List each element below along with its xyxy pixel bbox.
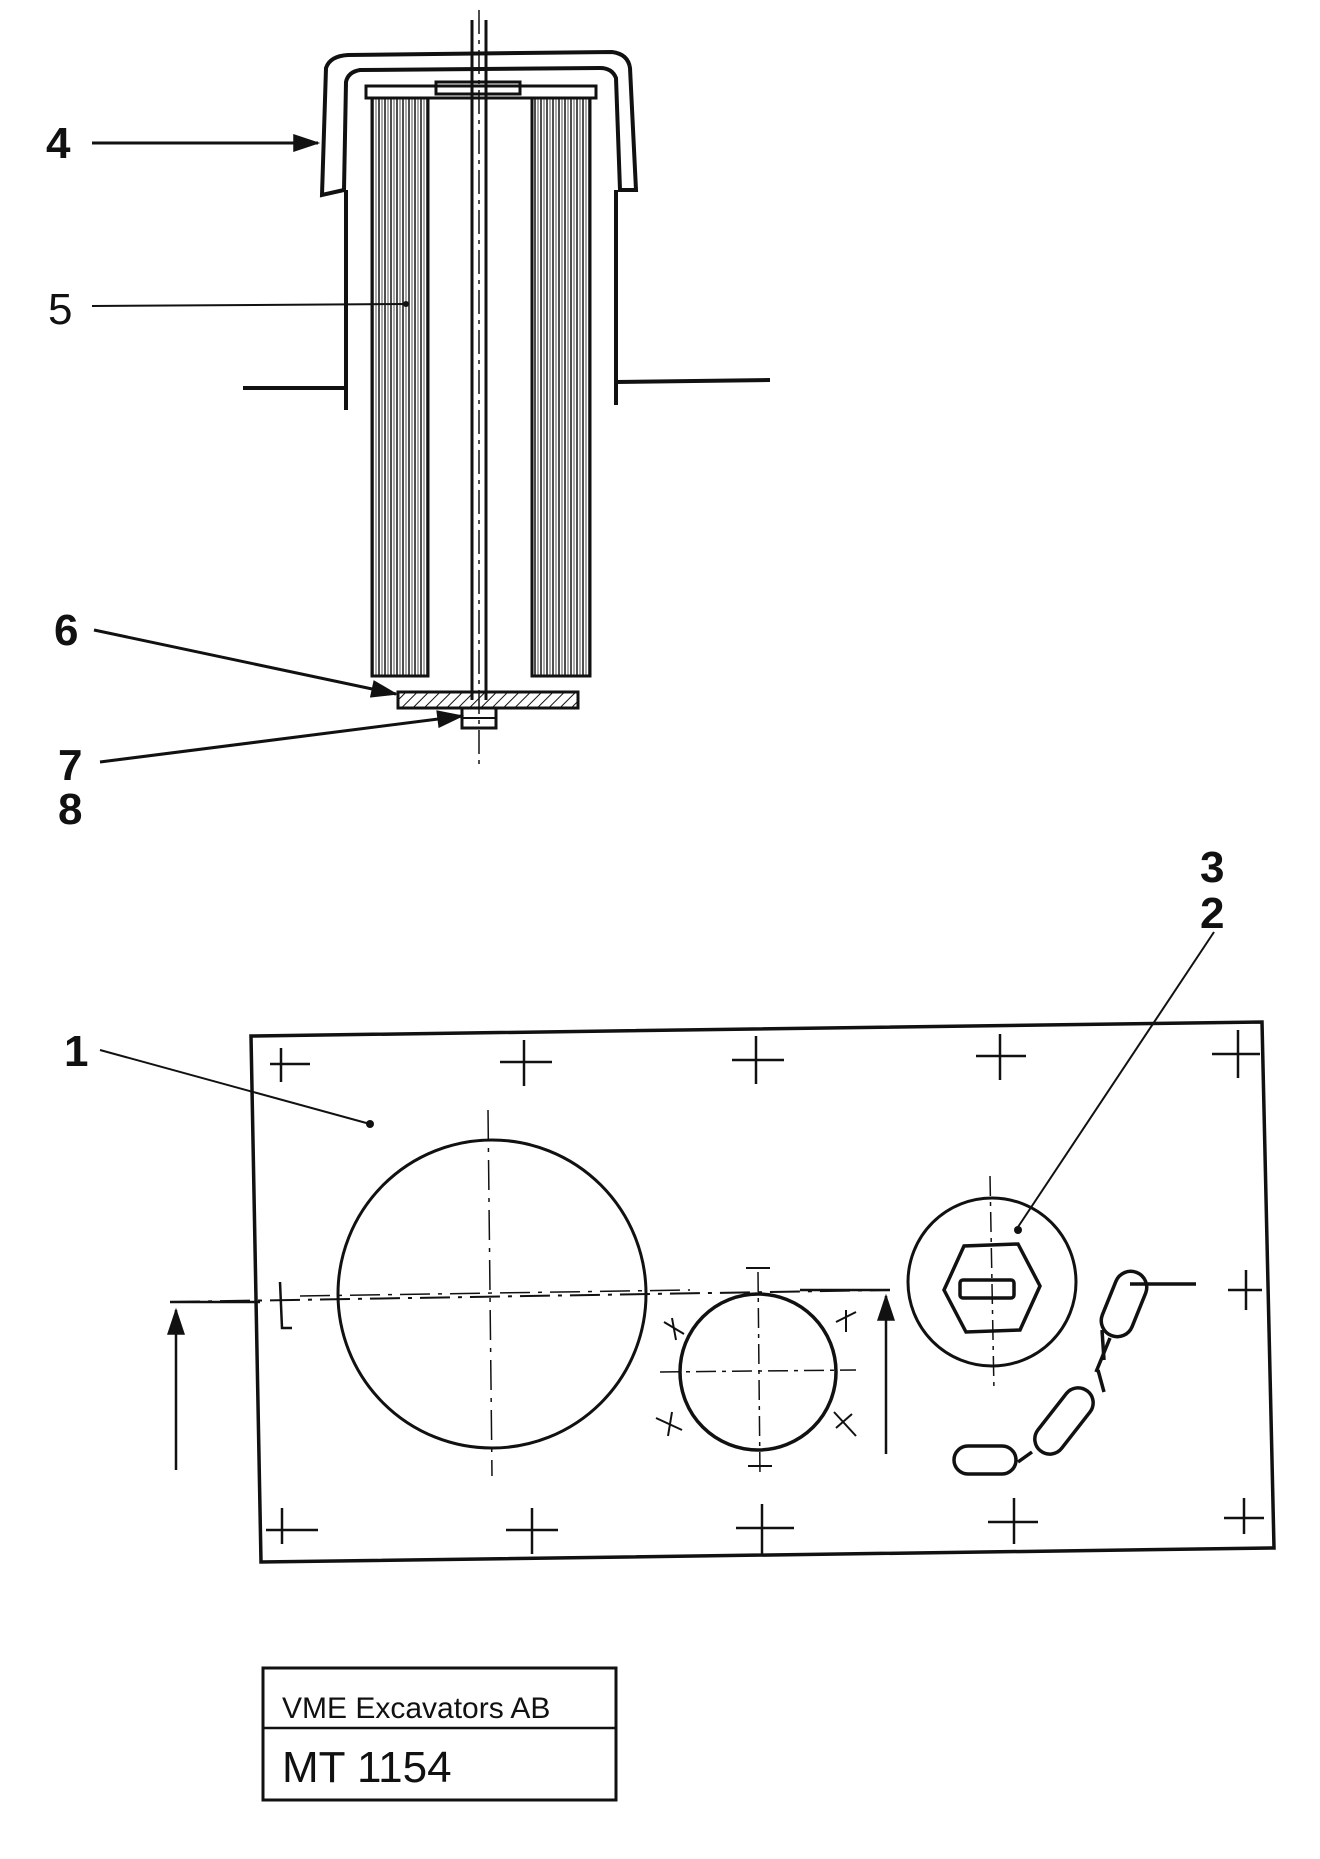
callout-2: 2 xyxy=(1200,889,1224,938)
title-block: VME Excavators AB MT 1154 xyxy=(261,1666,618,1802)
drain-plug-hex xyxy=(942,1242,1042,1334)
housing-cover xyxy=(319,49,639,198)
callout-5: 5 xyxy=(48,285,72,334)
retaining-chain xyxy=(952,1269,1196,1476)
callout-7: 7 xyxy=(58,741,82,790)
callout-3: 3 xyxy=(1200,843,1224,892)
callout-6: 6 xyxy=(54,606,78,655)
filter-element-left xyxy=(370,96,430,678)
mounting-plate-view xyxy=(167,1020,1276,1564)
drawing-number: MT 1154 xyxy=(282,1743,452,1792)
leaders-top xyxy=(91,134,465,764)
company-name: VME Excavators AB xyxy=(282,1692,550,1725)
callout-1: 1 xyxy=(64,1027,88,1076)
callout-4: 4 xyxy=(46,119,71,168)
mounting-plate xyxy=(249,1020,1276,1564)
bottom-plate xyxy=(396,690,580,710)
drain-plug-slot xyxy=(958,1278,1016,1300)
leaders-bottom xyxy=(99,931,1215,1234)
filter-element-right xyxy=(530,96,592,678)
bolt-hole-marks xyxy=(266,1030,1264,1554)
drain-plug-boss xyxy=(906,1196,1078,1368)
filter-section-view xyxy=(243,10,771,770)
callout-8: 8 xyxy=(58,785,82,834)
mounting-flange-right xyxy=(615,378,771,384)
